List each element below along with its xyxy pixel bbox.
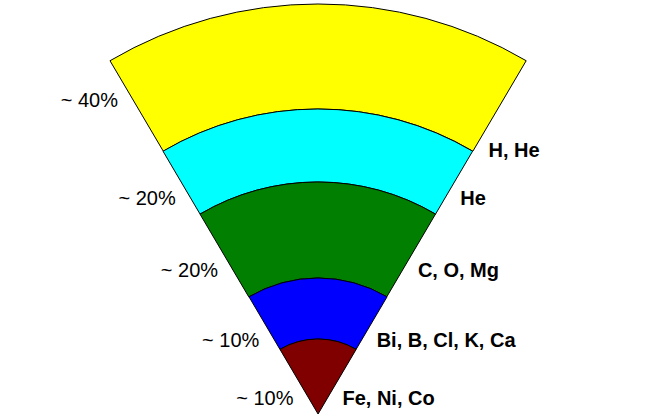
element-label: Bi, B, Cl, K, Ca: [377, 328, 516, 352]
element-label: H, He: [489, 138, 540, 162]
element-label: He: [460, 186, 486, 210]
element-label: C, O, Mg: [418, 258, 499, 282]
percent-label: ~ 20%: [118, 186, 175, 210]
element-label: Fe, Ni, Co: [342, 386, 434, 410]
percent-label: ~ 10%: [202, 328, 259, 352]
layer-band: ~ 10%Fe, Ni, Co: [280, 339, 356, 414]
percent-label: ~ 10%: [236, 386, 293, 410]
percent-label: ~ 40%: [61, 88, 118, 112]
percent-label: ~ 20%: [161, 258, 218, 282]
